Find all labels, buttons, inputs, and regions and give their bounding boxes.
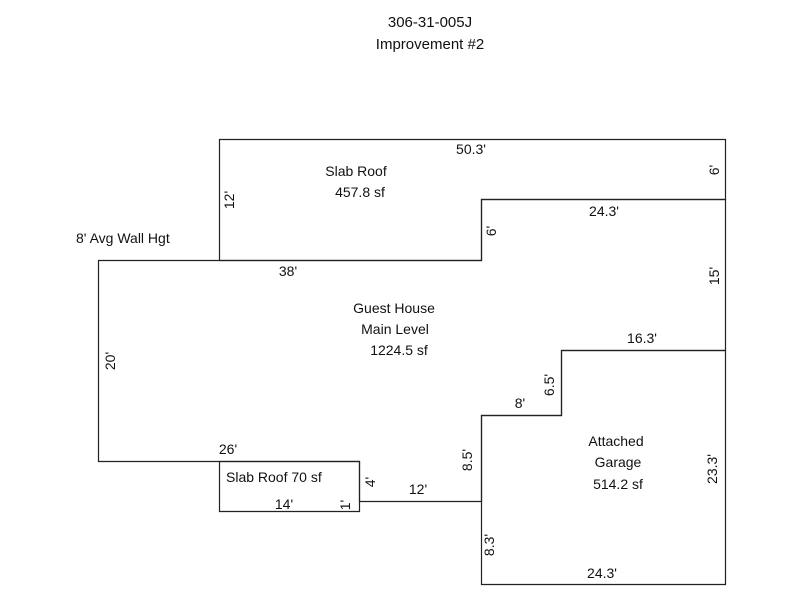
dim-link-12: 12' — [409, 481, 427, 497]
dim-garage-step-6-5: 6.5' — [541, 374, 557, 396]
dim-garage-left-8-3: 8.3' — [481, 534, 497, 556]
dim-main-bottom-26: 26' — [219, 441, 237, 457]
main-level-area: 1224.5 sf — [370, 342, 428, 358]
slab-roof-top-name: Slab Roof — [325, 163, 387, 179]
dim-small-slab-14: 14' — [275, 496, 293, 512]
garage-name-line1: Attached — [588, 433, 643, 449]
dim-garage-top-16-3: 16.3' — [627, 330, 657, 346]
dim-small-slab-1: 1' — [337, 500, 353, 510]
garage-area: 514.2 sf — [593, 476, 643, 492]
dim-main-left-20: 20' — [102, 352, 118, 370]
sketch-header: 306-31-005J Improvement #2 — [330, 12, 530, 56]
dim-small-slab-4: 4' — [362, 477, 378, 487]
main-level-name-line1: Guest House — [353, 300, 435, 316]
garage-outline — [480, 349, 727, 586]
main-level-name-line2: Main Level — [361, 321, 429, 337]
dim-garage-step-8: 8' — [515, 395, 525, 411]
wall-height-note: 8' Avg Wall Hgt — [76, 230, 170, 246]
improvement-label: Improvement #2 — [375, 36, 485, 53]
garage-name-line2: Garage — [595, 454, 642, 470]
dim-right-6: 6' — [706, 165, 722, 175]
dim-top-50-3: 50.3' — [456, 141, 486, 157]
dim-right-15: 15' — [706, 267, 722, 285]
parcel-id: 306-31-005J — [387, 14, 473, 31]
dim-garage-left-8-5: 8.5' — [459, 449, 475, 471]
dim-slab-left-12: 12' — [221, 191, 237, 209]
slab-roof-top-area: 457.8 sf — [335, 184, 385, 200]
dim-garage-right-23-3: 23.3' — [704, 454, 720, 484]
dim-step-6: 6' — [483, 226, 499, 236]
dim-main-top-38: 38' — [279, 263, 297, 279]
dim-garage-bottom-24-3: 24.3' — [587, 565, 617, 581]
dim-step-24-3: 24.3' — [589, 203, 619, 219]
slab-roof-small-outline — [218, 460, 361, 513]
slab-roof-small-label: Slab Roof 70 sf — [226, 469, 322, 485]
